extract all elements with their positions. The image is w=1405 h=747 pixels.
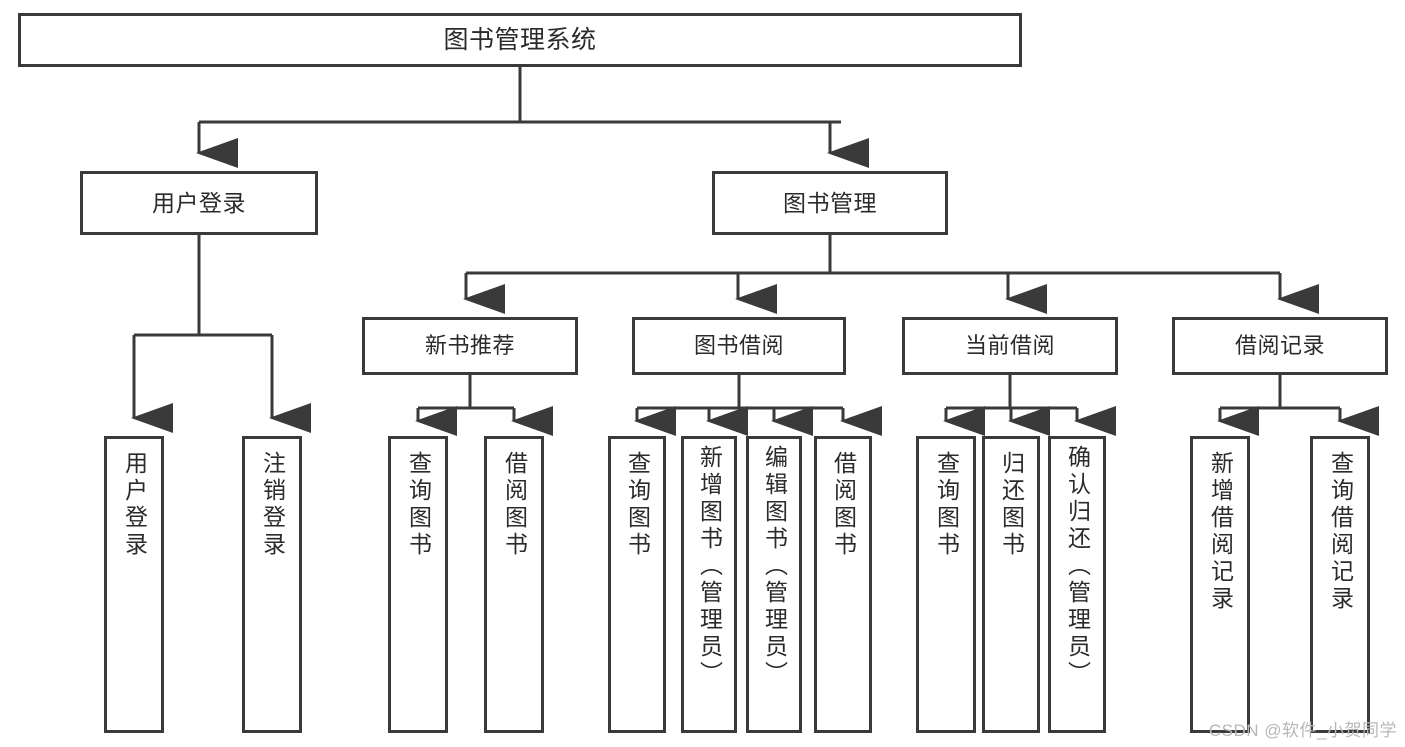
node-leaf-user-logout[interactable]: 注销登录	[242, 436, 302, 733]
node-leaf-query-book-2-label: 查询图书	[624, 451, 651, 559]
node-leaf-return-book-label: 归还图书	[998, 451, 1025, 559]
node-leaf-borrow-book-1-label: 借阅图书	[501, 451, 528, 559]
node-book-borrow[interactable]: 图书借阅	[632, 317, 846, 375]
node-book-manage[interactable]: 图书管理	[712, 171, 948, 235]
node-leaf-query-record[interactable]: 查询借阅记录	[1310, 436, 1370, 733]
node-leaf-edit-book[interactable]: 编辑图书（管理员）	[746, 436, 802, 733]
node-leaf-add-book[interactable]: 新增图书（管理员）	[681, 436, 737, 733]
node-root-label: 图书管理系统	[443, 25, 597, 54]
node-leaf-user-login[interactable]: 用户登录	[104, 436, 164, 733]
node-leaf-edit-book-label: 编辑图书（管理员）	[761, 445, 788, 688]
node-current-borrow-label: 当前借阅	[964, 333, 1055, 359]
node-leaf-confirm-return-label: 确认归还（管理员）	[1064, 445, 1091, 688]
node-new-book-recommend[interactable]: 新书推荐	[362, 317, 578, 375]
node-leaf-user-logout-label: 注销登录	[259, 451, 286, 559]
node-borrow-record-label: 借阅记录	[1234, 333, 1325, 359]
node-leaf-query-book-3-label: 查询图书	[933, 451, 960, 559]
node-leaf-return-book[interactable]: 归还图书	[982, 436, 1040, 733]
node-leaf-borrow-book-2-label: 借阅图书	[830, 451, 857, 559]
node-current-borrow[interactable]: 当前借阅	[902, 317, 1118, 375]
csdn-watermark: CSDN @软件_小贺同学	[1208, 721, 1397, 740]
node-leaf-query-record-label: 查询借阅记录	[1327, 451, 1354, 613]
node-book-borrow-label: 图书借阅	[693, 333, 784, 359]
node-leaf-user-login-label: 用户登录	[121, 451, 148, 559]
node-root[interactable]: 图书管理系统	[18, 13, 1022, 67]
node-leaf-query-book-3[interactable]: 查询图书	[916, 436, 976, 733]
node-leaf-query-book-1-label: 查询图书	[405, 451, 432, 559]
node-leaf-add-book-label: 新增图书（管理员）	[696, 445, 723, 688]
node-new-book-recommend-label: 新书推荐	[424, 333, 515, 359]
node-leaf-add-record-label: 新增借阅记录	[1207, 451, 1234, 613]
node-leaf-query-book-1[interactable]: 查询图书	[388, 436, 448, 733]
node-book-manage-label: 图书管理	[783, 189, 877, 216]
node-leaf-add-record[interactable]: 新增借阅记录	[1190, 436, 1250, 733]
node-borrow-record[interactable]: 借阅记录	[1172, 317, 1388, 375]
node-user-login[interactable]: 用户登录	[80, 171, 318, 235]
node-leaf-confirm-return[interactable]: 确认归还（管理员）	[1048, 436, 1106, 733]
node-leaf-borrow-book-2[interactable]: 借阅图书	[814, 436, 872, 733]
node-leaf-query-book-2[interactable]: 查询图书	[608, 436, 666, 733]
node-user-login-label: 用户登录	[152, 189, 246, 216]
node-leaf-borrow-book-1[interactable]: 借阅图书	[484, 436, 544, 733]
